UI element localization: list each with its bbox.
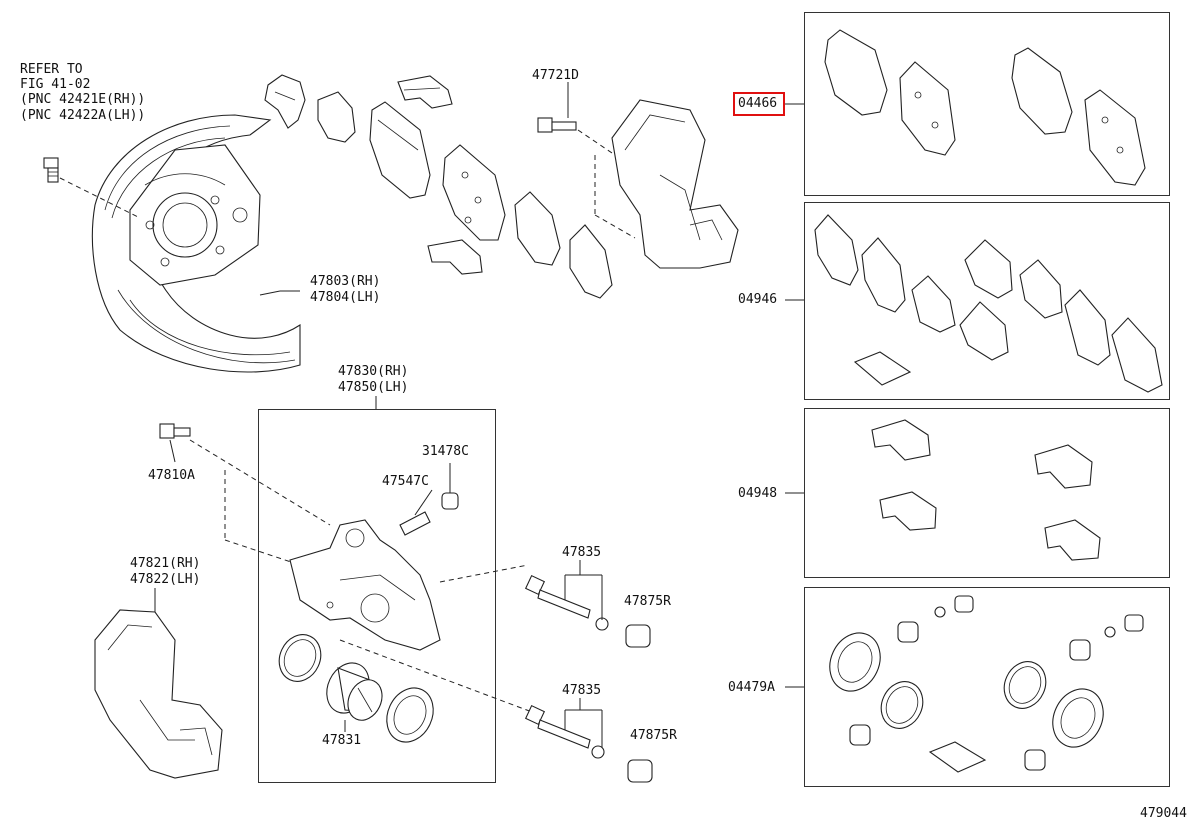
- kit-boot-shape[interactable]: [821, 625, 890, 700]
- kit-shim-shape[interactable]: [964, 239, 1013, 299]
- bleeder-cap-shape[interactable]: [441, 492, 459, 510]
- kit-label-04948[interactable]: 04948: [738, 486, 778, 501]
- shim-shape[interactable]: [264, 74, 306, 129]
- bolt-shape[interactable]: [537, 117, 577, 133]
- part-label-47875r-upper[interactable]: 47875R: [624, 594, 671, 609]
- kit-box-04466[interactable]: [804, 12, 1170, 196]
- kit-label-04466[interactable]: 04466: [738, 96, 778, 111]
- kit-seal-shape[interactable]: [997, 655, 1054, 715]
- slide-pin-boot-shape[interactable]: [627, 759, 653, 783]
- part-label-47835-lower[interactable]: 47835: [562, 683, 602, 698]
- bolt-shape[interactable]: [159, 423, 191, 439]
- kit-pad-shape[interactable]: [1011, 47, 1073, 135]
- highlight-box: [733, 92, 785, 116]
- kit-small-boot-shape[interactable]: [849, 595, 1144, 771]
- clip-shape[interactable]: [397, 75, 453, 109]
- slide-pin-boot-shape[interactable]: [625, 624, 651, 648]
- part-label-47850[interactable]: 47850(LH): [338, 380, 409, 395]
- figure-number: 479044: [1140, 806, 1187, 821]
- mounting-bracket-shape[interactable]: [611, 99, 739, 269]
- kit-pad-shape[interactable]: [824, 29, 888, 116]
- part-label-47803[interactable]: 47803(RH): [310, 274, 381, 289]
- kit-label-04479a[interactable]: 04479A: [728, 680, 775, 695]
- kit-shim-shape[interactable]: [1019, 259, 1063, 319]
- grease-packet-shape[interactable]: [853, 351, 912, 386]
- part-label-31478c[interactable]: 31478C: [422, 444, 469, 459]
- part-label-47547c[interactable]: 47547C: [382, 474, 429, 489]
- piston-seal-shape[interactable]: [272, 628, 329, 688]
- kit-shim-shape[interactable]: [959, 301, 1009, 361]
- piston-shape[interactable]: [319, 656, 388, 726]
- piston-boot-shape[interactable]: [378, 680, 442, 749]
- grease-packet-shape[interactable]: [928, 741, 987, 773]
- kit-shim-shape[interactable]: [1064, 289, 1111, 366]
- shim-shape[interactable]: [514, 191, 561, 266]
- kit-clip-shape[interactable]: [1034, 444, 1093, 489]
- kit-clip-shape[interactable]: [1044, 519, 1101, 561]
- brake-pad-shape[interactable]: [442, 144, 506, 241]
- shim-shape[interactable]: [569, 224, 613, 299]
- kit-label-04946[interactable]: 04946: [738, 292, 778, 307]
- slide-pin-shape[interactable]: [524, 574, 609, 631]
- part-label-47875r-lower[interactable]: 47875R: [630, 728, 677, 743]
- kit-shim-shape[interactable]: [1111, 317, 1163, 393]
- kit-pad-shape[interactable]: [1084, 89, 1146, 186]
- part-label-47804[interactable]: 47804(LH): [310, 290, 381, 305]
- part-label-47822[interactable]: 47822(LH): [130, 572, 201, 587]
- reference-note-line1: REFER TO: [20, 62, 83, 77]
- kit-shim-shape[interactable]: [814, 214, 859, 286]
- slide-pin-shape[interactable]: [524, 704, 605, 759]
- kit-clip-shape[interactable]: [871, 419, 931, 461]
- kit-clip-shape[interactable]: [879, 491, 937, 531]
- part-label-47831[interactable]: 47831: [322, 733, 362, 748]
- brake-pad-shape[interactable]: [369, 101, 431, 199]
- part-label-47721d[interactable]: 47721D: [532, 68, 579, 83]
- kit-pad-shape[interactable]: [899, 61, 956, 156]
- kit-box-04948[interactable]: [804, 408, 1170, 578]
- kit-boot-shape[interactable]: [1044, 681, 1113, 756]
- part-label-47810a[interactable]: 47810A: [148, 468, 195, 483]
- mounting-bracket-shape[interactable]: [94, 609, 223, 779]
- part-label-47830[interactable]: 47830(RH): [338, 364, 409, 379]
- reference-note-line3: (PNC 42421E(RH)): [20, 92, 146, 107]
- dust-cover-shape[interactable]: [91, 114, 301, 373]
- caliper-body-shape[interactable]: [289, 519, 441, 651]
- kit-shim-shape[interactable]: [911, 275, 956, 333]
- shim-shape[interactable]: [317, 91, 356, 143]
- part-label-47821[interactable]: 47821(RH): [130, 556, 201, 571]
- bolt-shape[interactable]: [43, 157, 59, 183]
- kit-seal-shape[interactable]: [874, 675, 931, 735]
- caliper-assembly-box: [258, 409, 496, 783]
- clip-shape[interactable]: [427, 239, 483, 275]
- bleeder-screw-shape[interactable]: [399, 511, 431, 536]
- part-label-47835-upper[interactable]: 47835: [562, 545, 602, 560]
- reference-note-line4: (PNC 42422A(LH)): [20, 108, 146, 123]
- kit-shim-shape[interactable]: [861, 237, 906, 313]
- reference-note-line2: FIG 41-02: [20, 77, 91, 92]
- kit-box-04479a[interactable]: [804, 587, 1170, 787]
- kit-box-04946[interactable]: [804, 202, 1170, 400]
